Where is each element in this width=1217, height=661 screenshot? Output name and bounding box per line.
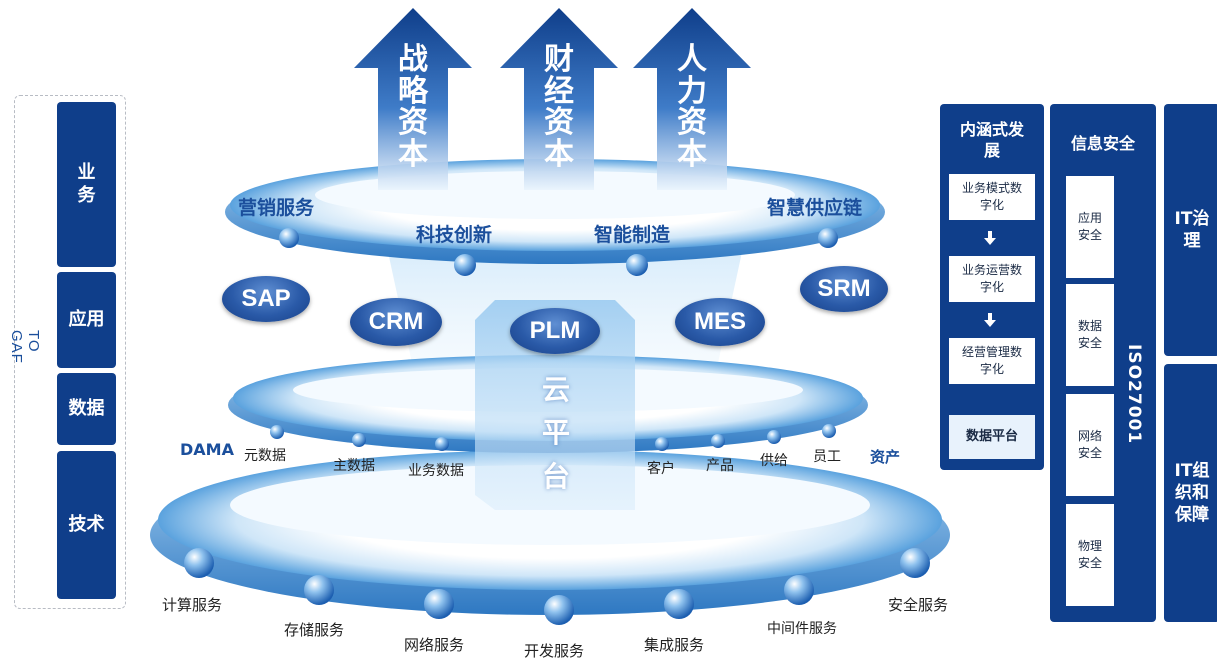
arrow-strategy — [354, 8, 472, 190]
capital-finance: 财经资本 — [544, 42, 574, 172]
node-ball — [664, 589, 694, 619]
node-ball — [184, 548, 214, 578]
it-governance-box: IT治理 — [1164, 104, 1217, 356]
capital-human: 人力资本 — [677, 42, 707, 172]
data-item: 员工 — [813, 449, 841, 465]
security-item: 数据安全 — [1066, 284, 1114, 386]
security-item: 应用安全 — [1066, 176, 1114, 278]
digital-panel: 内涵式发展 业务模式数字化 业务运营数字化 经营管理数字化 数据平台 — [940, 104, 1044, 470]
layer-diagram — [150, 8, 950, 625]
dama-label: DAMA — [180, 440, 234, 459]
service-item: 开发服务 — [524, 642, 585, 660]
layer-technology-label: 技术 — [68, 513, 105, 535]
system-plm: PLM — [510, 308, 600, 354]
digital-step: 业务运营数字化 — [949, 256, 1035, 302]
layer-application-label: 应用 — [68, 308, 105, 330]
security-item: 物理安全 — [1066, 504, 1114, 606]
layer-business: 业务 — [57, 102, 116, 267]
node-ball — [767, 430, 781, 444]
assets-label: 资产 — [870, 448, 901, 466]
layer-technology: 技术 — [57, 451, 116, 599]
node-ball — [279, 228, 299, 248]
digital-step: 业务模式数字化 — [949, 174, 1035, 220]
iso-standard-label: ISO27001 — [1124, 344, 1144, 445]
togaf-label: TO GAF — [8, 330, 42, 364]
system-mes: MES — [675, 298, 765, 346]
togaf-frame — [14, 95, 126, 609]
node-ball — [544, 595, 574, 625]
layer-data: 数据 — [57, 373, 116, 445]
arrow-down-icon — [984, 230, 996, 245]
node-ball — [626, 254, 648, 276]
node-ball — [352, 433, 366, 447]
arrow-finance — [500, 8, 618, 190]
service-item: 网络服务 — [404, 636, 465, 654]
digital-panel-title: 内涵式发展 — [960, 120, 1025, 160]
service-item: 安全服务 — [888, 596, 949, 614]
it-organization-box: IT组织和保障 — [1164, 364, 1217, 622]
security-panel: 信息安全 应用安全 数据安全 网络安全 物理安全 ISO27001 — [1050, 104, 1156, 622]
layer-application: 应用 — [57, 272, 116, 368]
data-item: 主数据 — [333, 458, 375, 474]
arrow-human — [633, 8, 751, 190]
data-item: 供给 — [760, 453, 788, 469]
system-srm: SRM — [800, 266, 888, 312]
arrow-down-icon — [984, 312, 996, 327]
security-item: 网络安全 — [1066, 394, 1114, 496]
node-ball — [304, 575, 334, 605]
biz-supply-chain: 智慧供应链 — [767, 197, 863, 219]
node-ball — [270, 425, 284, 439]
node-ball — [435, 437, 449, 451]
data-platform-box: 数据平台 — [949, 415, 1035, 459]
cloud-platform-prism — [475, 300, 635, 510]
service-item: 集成服务 — [644, 636, 705, 654]
biz-manufacturing: 智能制造 — [594, 224, 671, 246]
service-item: 存储服务 — [284, 621, 345, 639]
data-item: 元数据 — [244, 448, 286, 464]
layer-business-label: 业务 — [77, 162, 96, 206]
node-ball — [784, 575, 814, 605]
node-ball — [818, 228, 838, 248]
node-ball — [424, 589, 454, 619]
cloud-platform-label: 云平台 — [541, 373, 570, 493]
biz-innovation: 科技创新 — [416, 224, 493, 246]
node-ball — [822, 424, 836, 438]
system-crm: CRM — [350, 298, 442, 346]
node-ball — [454, 254, 476, 276]
data-item: 产品 — [706, 458, 734, 474]
data-item: 业务数据 — [408, 463, 464, 479]
digital-step: 经营管理数字化 — [949, 338, 1035, 384]
service-item: 计算服务 — [162, 596, 223, 614]
capital-strategy: 战略资本 — [398, 42, 428, 172]
node-ball — [655, 437, 669, 451]
node-ball — [900, 548, 930, 578]
layer-data-label: 数据 — [68, 397, 105, 419]
security-panel-title: 信息安全 — [1070, 134, 1135, 153]
biz-marketing: 营销服务 — [238, 197, 315, 219]
data-item: 客户 — [647, 461, 675, 477]
node-ball — [711, 434, 725, 448]
system-sap: SAP — [222, 276, 310, 322]
service-item: 中间件服务 — [767, 621, 837, 637]
